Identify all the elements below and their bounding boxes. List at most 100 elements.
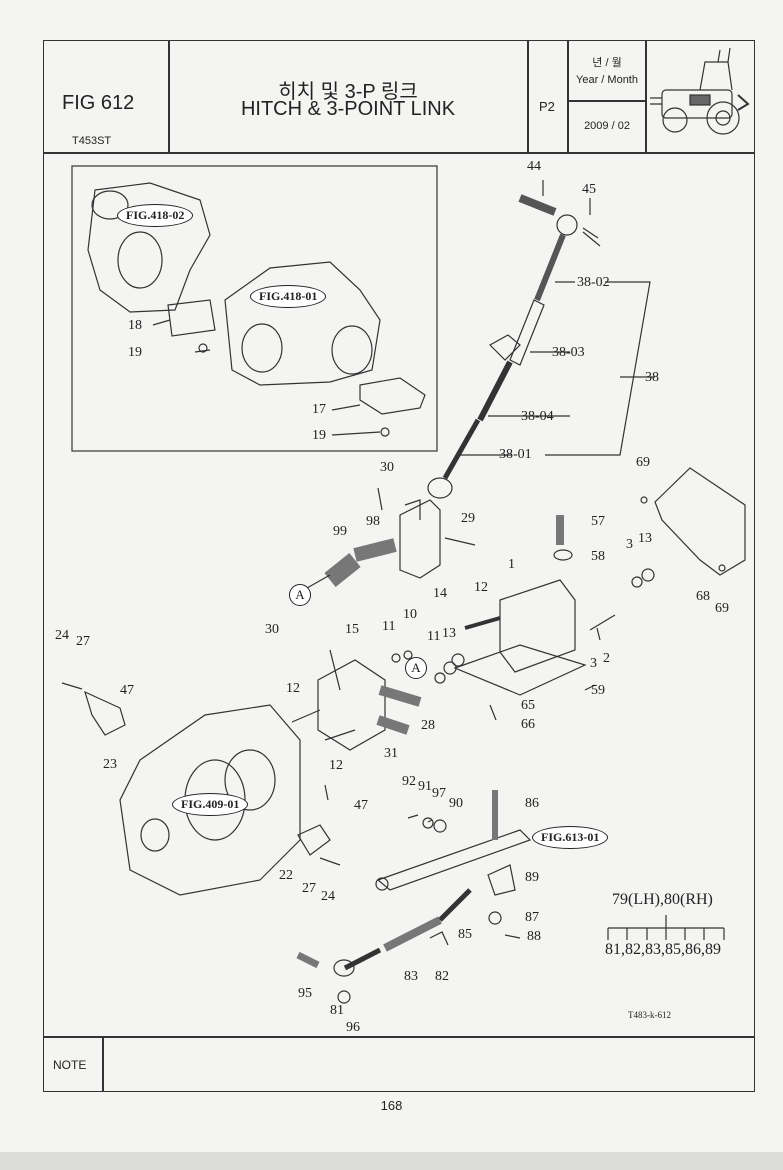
part-label: 95 bbox=[298, 986, 312, 1001]
part-label: 23 bbox=[103, 757, 117, 772]
date-label-korean: 년 / 월 bbox=[592, 57, 622, 69]
part-label: 31 bbox=[384, 746, 398, 761]
part-label: 11 bbox=[382, 619, 396, 634]
part-label: 1 bbox=[508, 557, 515, 572]
lower-link bbox=[376, 829, 532, 891]
part-label: 3 bbox=[626, 537, 633, 552]
part-label: 81 bbox=[330, 1003, 344, 1018]
part-label: 90 bbox=[449, 796, 463, 811]
part-label: 19 bbox=[128, 345, 142, 360]
part-label: 66 bbox=[521, 717, 535, 732]
part-label: 98 bbox=[366, 514, 380, 529]
part-label: 38-02 bbox=[577, 275, 610, 290]
part-label: 38-03 bbox=[552, 345, 585, 360]
ref-fig613-01[interactable]: FIG.613-01 bbox=[532, 826, 609, 849]
ref-a-right: A bbox=[405, 657, 427, 679]
part-label: 69 bbox=[636, 455, 650, 470]
header-col-2 bbox=[527, 40, 529, 153]
part-label: 99 bbox=[333, 524, 347, 539]
part-label: 29 bbox=[461, 511, 475, 526]
header-divider bbox=[43, 152, 755, 154]
top-link-38 bbox=[427, 194, 601, 499]
header-col-1 bbox=[168, 40, 170, 153]
note-divider bbox=[43, 1036, 755, 1038]
ref-fig409-01[interactable]: FIG.409-01 bbox=[172, 793, 249, 816]
housing-fig418-02 bbox=[87, 182, 211, 313]
part-label: 44 bbox=[527, 159, 541, 174]
part-label: 15 bbox=[345, 622, 359, 637]
header-col-3 bbox=[567, 40, 569, 153]
ref-a-left: A bbox=[289, 584, 311, 606]
part-label: 22 bbox=[279, 868, 293, 883]
part-label: 14 bbox=[433, 586, 447, 601]
part-label: 83 bbox=[404, 969, 418, 984]
part-label: 86 bbox=[525, 796, 539, 811]
part-label: 27 bbox=[302, 881, 316, 896]
drawing-code: T483-k-612 bbox=[628, 1010, 671, 1020]
plate-15 bbox=[317, 659, 386, 751]
part-label: 13 bbox=[638, 531, 652, 546]
title-korean: 히치 및 3-P 링크 bbox=[278, 81, 418, 103]
title-english: HITCH & 3-POINT LINK bbox=[240, 98, 456, 120]
part-label: 30 bbox=[380, 460, 394, 475]
part-label: 3 bbox=[590, 656, 597, 671]
page-number: 168 bbox=[380, 1098, 403, 1113]
part-label: 82 bbox=[435, 969, 449, 984]
note-col bbox=[102, 1036, 104, 1092]
part-label: 65 bbox=[521, 698, 535, 713]
part-label: 88 bbox=[527, 929, 541, 944]
bracket-68 bbox=[654, 467, 746, 576]
note-label: NOTE bbox=[53, 1058, 87, 1072]
part-label: 30 bbox=[265, 622, 279, 637]
part-label: 2 bbox=[603, 651, 610, 666]
part-label: 38-01 bbox=[499, 447, 532, 462]
part-label: 38 bbox=[645, 370, 659, 385]
part-label: 45 bbox=[582, 182, 596, 197]
part-label: 12 bbox=[474, 580, 488, 595]
part-label: 47 bbox=[120, 683, 134, 698]
part-label: 92 bbox=[402, 774, 416, 789]
kit-items: 81,82,83,85,86,89 bbox=[605, 941, 721, 958]
part-label: 91 bbox=[418, 779, 432, 794]
part-label: 12 bbox=[286, 681, 300, 696]
part-label: 11 bbox=[427, 629, 441, 644]
date-divider bbox=[567, 100, 646, 102]
header-col-4 bbox=[645, 40, 647, 153]
part-label: 27 bbox=[76, 634, 90, 649]
part-label: 57 bbox=[591, 514, 605, 529]
part-label: 13 bbox=[442, 626, 456, 641]
part-label: 68 bbox=[696, 589, 710, 604]
plate-18 bbox=[167, 299, 216, 337]
part-label: 24 bbox=[321, 889, 335, 904]
part-label: 58 bbox=[591, 549, 605, 564]
part-label: 87 bbox=[525, 910, 539, 925]
part-label: 59 bbox=[591, 683, 605, 698]
part-label: 24 bbox=[55, 628, 69, 643]
ref-fig418-01[interactable]: FIG.418-01 bbox=[250, 285, 327, 308]
date-value: 2009 / 02 bbox=[584, 120, 630, 132]
part-label: 18 bbox=[128, 318, 142, 333]
date-label-english: Year / Month bbox=[576, 74, 638, 86]
plate-17 bbox=[359, 377, 426, 415]
part-label: 96 bbox=[346, 1020, 360, 1035]
page-code: P2 bbox=[539, 99, 555, 114]
kit-head: 79(LH),80(RH) bbox=[612, 891, 713, 908]
part-label: 47 bbox=[354, 798, 368, 813]
part-label: 19 bbox=[312, 428, 326, 443]
plate-1 bbox=[453, 644, 587, 696]
part-label: 28 bbox=[421, 718, 435, 733]
bracket-14 bbox=[399, 499, 441, 579]
ref-fig418-02[interactable]: FIG.418-02 bbox=[117, 204, 194, 227]
part-label: 89 bbox=[525, 870, 539, 885]
part-label: 12 bbox=[329, 758, 343, 773]
part-label: 97 bbox=[432, 786, 446, 801]
housing-fig418-01 bbox=[224, 261, 381, 386]
inset-box bbox=[71, 165, 438, 452]
model-code: T453ST bbox=[72, 135, 112, 147]
figure-number: FIG 612 bbox=[62, 92, 135, 114]
page-frame bbox=[43, 40, 755, 1092]
part-label: 10 bbox=[403, 607, 417, 622]
tractor-thumbnail-icon bbox=[650, 47, 750, 135]
part-label: 85 bbox=[458, 927, 472, 942]
